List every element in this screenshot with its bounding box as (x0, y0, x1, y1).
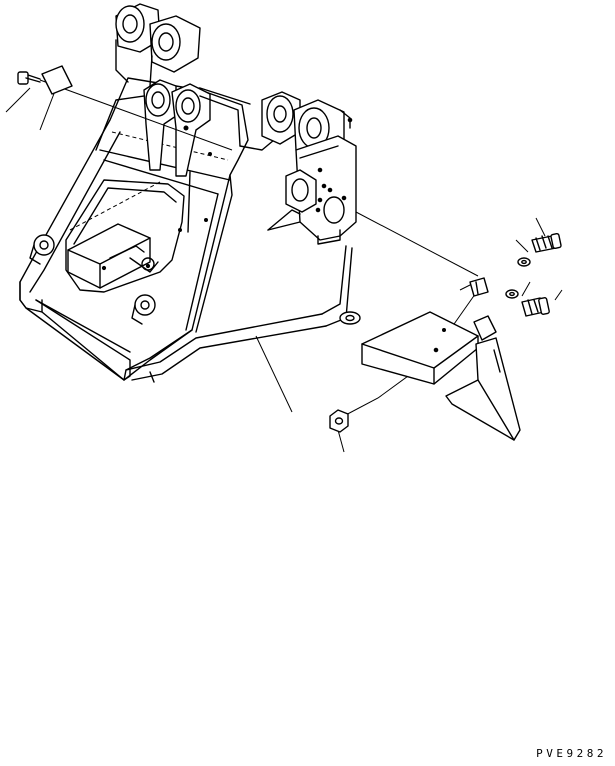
clip (470, 278, 488, 296)
nut (330, 410, 348, 432)
bolt-and-label (18, 66, 72, 94)
washer-and-bolt-upper (518, 233, 561, 266)
drawing-code: PVE9282 (536, 747, 607, 760)
main-frame (20, 78, 250, 380)
support-arm (126, 246, 360, 382)
washer-and-bolt-lower (506, 290, 550, 316)
cover-plate (362, 312, 520, 440)
middle-lugs (144, 80, 240, 176)
right-pin-boss (240, 92, 356, 244)
upper-pin-boss (116, 4, 200, 86)
